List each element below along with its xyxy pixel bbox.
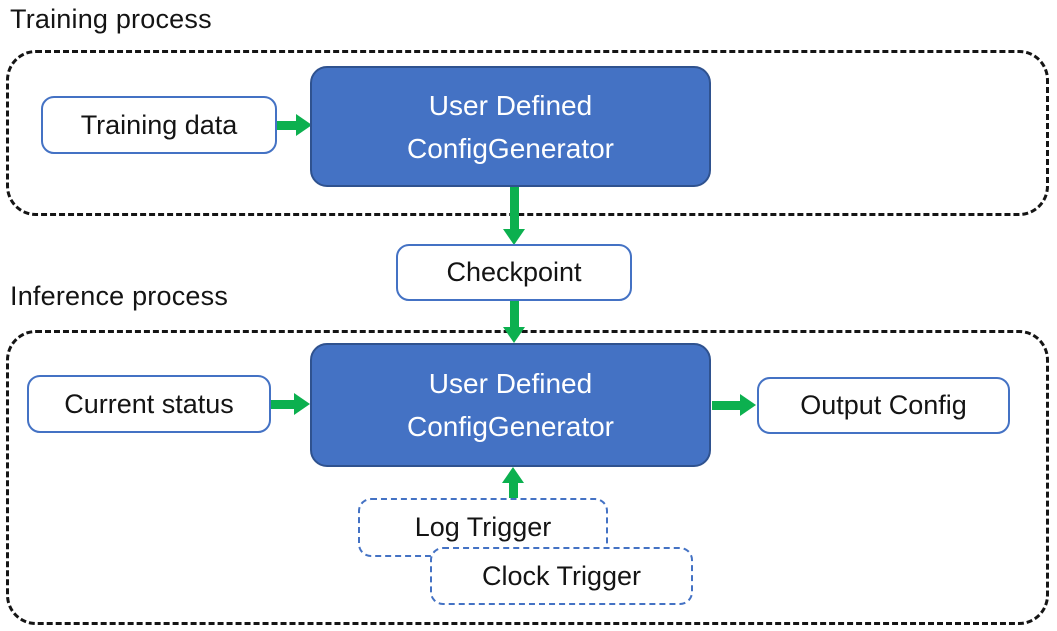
arrow-stem bbox=[271, 399, 294, 409]
arrow-head bbox=[740, 394, 756, 416]
training-config-generator-box: User Defined ConfigGenerator bbox=[310, 66, 711, 187]
training-data-box: Training data bbox=[41, 96, 277, 154]
arrow-training-data-to-generator-icon bbox=[277, 114, 312, 136]
arrow-head bbox=[502, 467, 524, 483]
checkpoint-box: Checkpoint bbox=[396, 244, 632, 301]
arrow-stem bbox=[509, 301, 519, 327]
training-generator-line1: User Defined bbox=[428, 89, 593, 121]
training-data-label: Training data bbox=[80, 109, 238, 140]
inference-process-container bbox=[6, 330, 1049, 625]
training-process-label: Training process bbox=[10, 4, 212, 34]
arrow-current-status-to-generator-icon bbox=[271, 393, 310, 415]
inference-process-label: Inference process bbox=[10, 281, 229, 311]
training-process-container bbox=[6, 50, 1049, 216]
arrow-stem bbox=[508, 483, 518, 498]
arrow-stem bbox=[277, 120, 296, 130]
arrow-generator-to-checkpoint-icon bbox=[503, 186, 525, 245]
inference-generator-line1: User Defined bbox=[428, 368, 593, 399]
inference-config-generator-box: User Defined ConfigGenerator bbox=[310, 343, 711, 467]
log-trigger-label: Log Trigger bbox=[414, 512, 552, 542]
arrow-checkpoint-to-generator-icon bbox=[503, 301, 525, 343]
arrow-triggers-to-generator-icon bbox=[502, 467, 524, 498]
arrow-head bbox=[503, 229, 525, 245]
arrow-stem bbox=[712, 400, 740, 410]
checkpoint-label: Checkpoint bbox=[446, 257, 582, 287]
arrow-head bbox=[503, 327, 525, 343]
arrow-head bbox=[296, 114, 312, 136]
output-config-box: Output Config bbox=[757, 377, 1010, 434]
clock-trigger-label: Clock Trigger bbox=[481, 560, 642, 591]
inference-generator-line2: ConfigGenerator bbox=[406, 411, 614, 442]
arrow-head bbox=[294, 393, 310, 415]
output-config-label: Output Config bbox=[800, 390, 967, 420]
current-status-box: Current status bbox=[27, 375, 271, 433]
arrow-generator-to-output-icon bbox=[712, 394, 756, 416]
clock-trigger-box: Clock Trigger bbox=[430, 547, 693, 605]
current-status-label: Current status bbox=[64, 388, 234, 419]
arrow-stem bbox=[509, 186, 519, 229]
training-generator-line2: ConfigGenerator bbox=[406, 132, 614, 164]
